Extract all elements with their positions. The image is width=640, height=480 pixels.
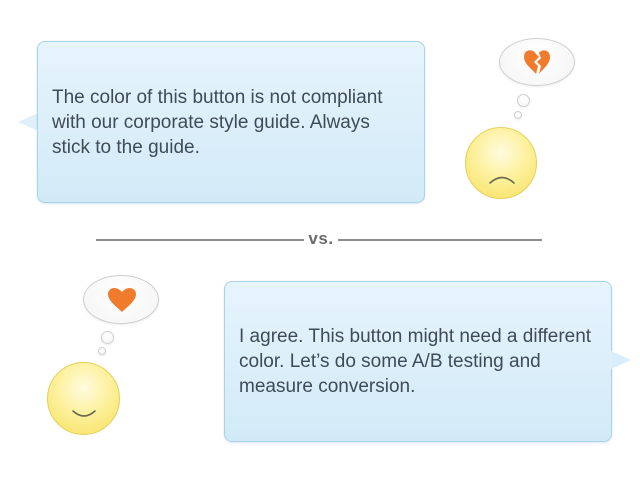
- thought-dot-small-bottom: [98, 347, 106, 355]
- frown-mouth: [489, 176, 515, 184]
- thought-cloud-top: [499, 38, 575, 86]
- speech-bubble-tail-right: [611, 351, 631, 369]
- sad-face-icon: [465, 127, 537, 199]
- divider-label: vs.: [308, 229, 334, 248]
- thought-dot-small-top: [514, 111, 522, 119]
- heart-icon: [108, 287, 136, 312]
- bottom-message-text: I agree. This button might need a differ…: [239, 326, 592, 397]
- speech-bubble-top: The color of this button is not complian…: [37, 41, 425, 203]
- smile-mouth: [72, 410, 96, 417]
- thought-dot-large-top: [517, 94, 530, 107]
- thought-cloud-bottom: [83, 275, 159, 324]
- thought-dot-large-bottom: [101, 331, 114, 344]
- divider-line-right: [338, 239, 542, 241]
- broken-heart-icon: [524, 50, 550, 74]
- happy-face-icon: [47, 362, 120, 435]
- speech-bubble-bottom: I agree. This button might need a differ…: [224, 281, 612, 442]
- top-message-text: The color of this button is not complian…: [52, 86, 383, 158]
- divider-line-left: [96, 239, 304, 241]
- speech-bubble-tail-left: [18, 113, 38, 131]
